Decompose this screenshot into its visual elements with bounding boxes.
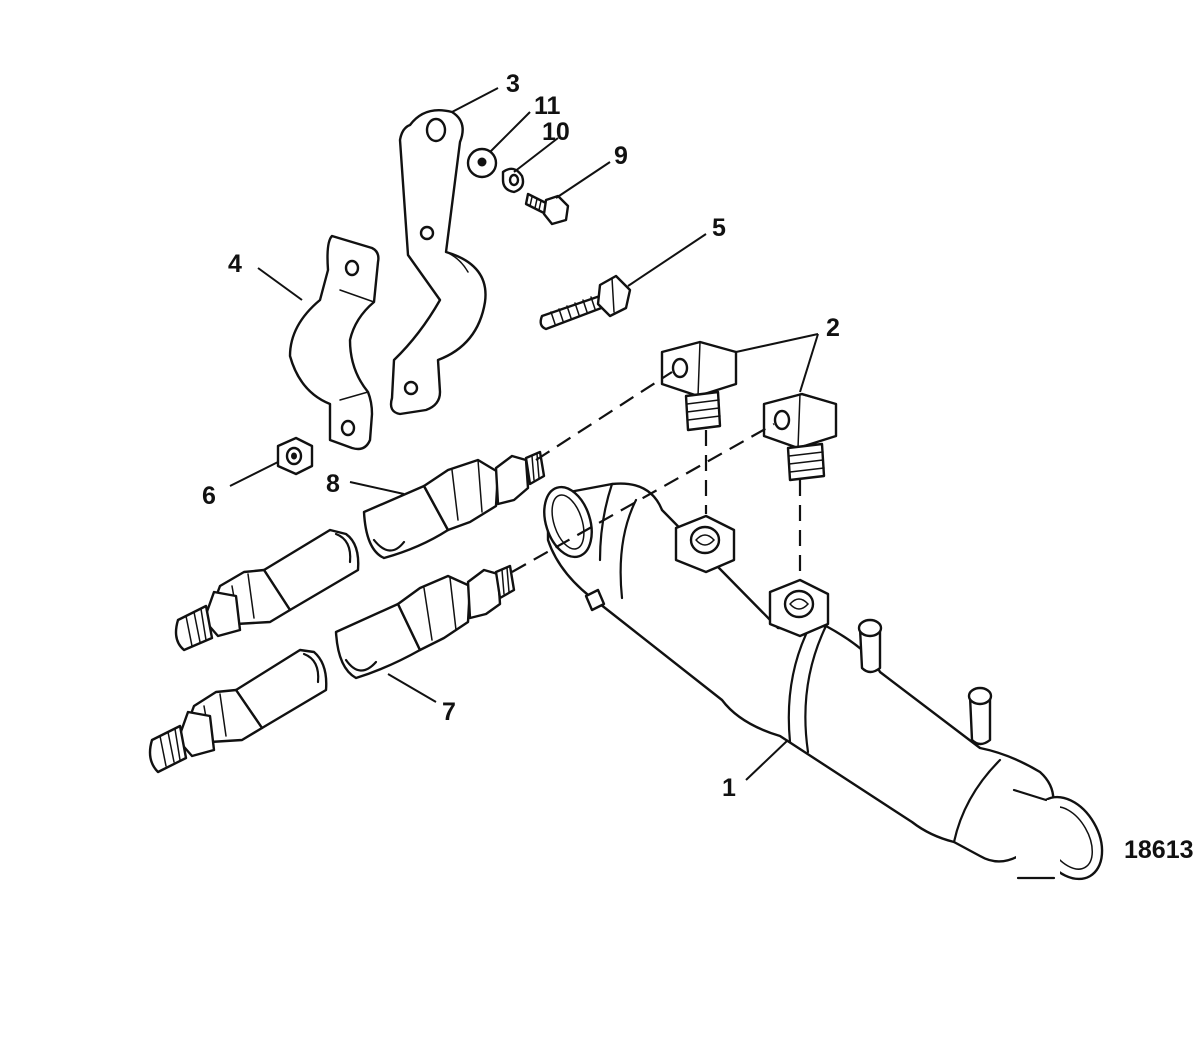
- elbow-fitting-upper: [660, 340, 738, 432]
- long-hex-bolt: [539, 274, 632, 331]
- assembly-guide-lines: [511, 371, 802, 576]
- callout-5: 5: [712, 214, 726, 242]
- callout-7: 7: [442, 698, 456, 726]
- lock-washer: [501, 167, 525, 194]
- callout-2: 2: [826, 314, 840, 342]
- figure-id: 18613: [1124, 836, 1194, 864]
- flat-washer: [466, 147, 498, 179]
- lower-row-fitting-left: [148, 648, 328, 774]
- callout-6: 6: [202, 482, 216, 510]
- callout-4: 4: [228, 250, 242, 278]
- callout-8: 8: [326, 470, 340, 498]
- water-tube-manifold: [543, 482, 1104, 881]
- callout-1: 1: [722, 774, 736, 802]
- lower-row-fitting-right: [334, 564, 516, 680]
- elbow-fitting-lower: [762, 392, 838, 482]
- callout-3: 3: [506, 70, 520, 98]
- callout-labels: 1 2 3 4 5 6 7 8 9 10 11: [202, 70, 840, 802]
- hex-nut: [276, 436, 314, 476]
- callout-11: 11: [534, 92, 561, 120]
- lower-clamp-bracket: [288, 234, 380, 451]
- callout-10: 10: [542, 118, 570, 146]
- upper-clamp-bracket: [389, 108, 487, 416]
- leader-lines: [229, 87, 819, 781]
- small-hex-screw: [524, 192, 570, 226]
- callout-9: 9: [614, 142, 628, 170]
- upper-row-fitting-right: [362, 450, 546, 560]
- upper-row-fitting-left: [174, 528, 360, 652]
